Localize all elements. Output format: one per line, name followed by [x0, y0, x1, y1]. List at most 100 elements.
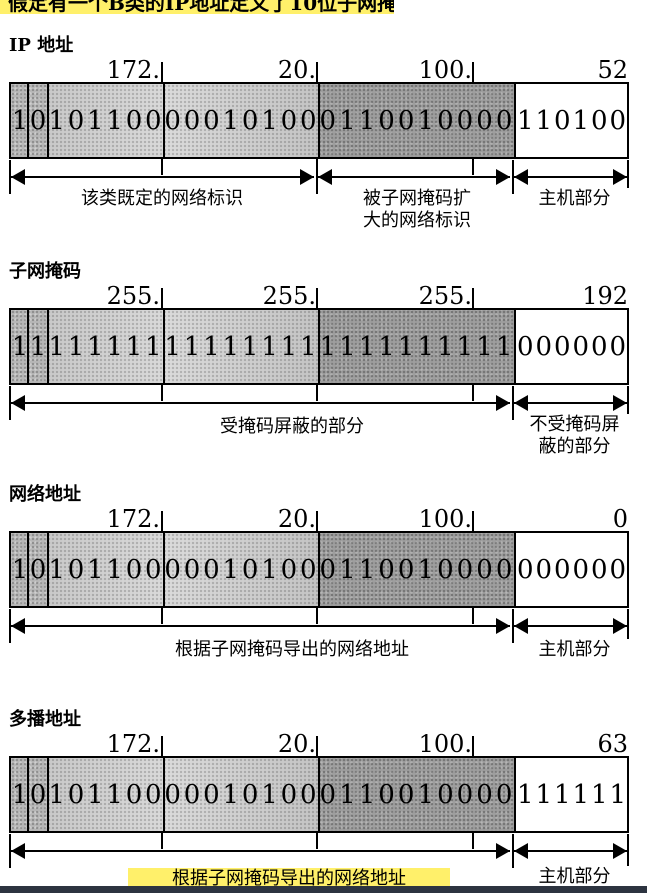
octet-divider-tick	[161, 833, 163, 849]
bit: 0	[183, 105, 201, 136]
bit: 1	[203, 331, 220, 362]
bit: 0	[495, 779, 513, 810]
arrow-host	[514, 165, 627, 189]
bit: 1	[87, 331, 104, 362]
region-label: 被子网掩码扩 大的网络标识	[335, 188, 499, 232]
segment-host-bits	[514, 310, 627, 383]
bit: 0	[280, 105, 298, 136]
arrow-masked	[11, 391, 510, 415]
bit: 1	[300, 331, 317, 362]
boundary-line	[9, 834, 11, 868]
bit: 1	[339, 105, 356, 136]
octet-label: 172.	[106, 56, 160, 84]
bit: 1	[358, 554, 376, 585]
octet-divider-tick	[316, 288, 318, 308]
bit: 0	[456, 105, 474, 136]
bit: 1	[11, 105, 29, 136]
bit: 0	[535, 331, 553, 362]
bar-divider	[163, 533, 165, 606]
bit: 0	[397, 105, 415, 136]
segment-host-bits	[514, 533, 627, 606]
bit: 1	[261, 331, 278, 362]
region-label: 主机部分	[520, 866, 629, 888]
bit: 1	[397, 331, 415, 362]
arrow-shaft	[514, 850, 627, 852]
segment-network-bits	[47, 310, 318, 383]
octet-divider-tick	[316, 62, 318, 82]
bit: 1	[125, 331, 143, 362]
bit: 1	[29, 331, 47, 362]
octet-divider-tick	[161, 62, 163, 82]
section-title: 子网掩码	[9, 261, 81, 282]
bit: 0	[378, 779, 395, 810]
boundary-line	[627, 386, 629, 420]
bit: 0	[553, 105, 571, 136]
bit: 0	[437, 779, 454, 810]
arrowhead-right	[496, 618, 510, 634]
bar-divider	[27, 84, 29, 157]
bit: 0	[572, 554, 590, 585]
bit: 1	[516, 105, 534, 136]
arrowhead-left	[11, 169, 25, 185]
bit: 1	[339, 331, 356, 362]
octet-label: 255.	[262, 282, 316, 310]
bar-divider	[47, 533, 49, 606]
bit: 0	[397, 554, 415, 585]
bit: 1	[358, 779, 376, 810]
boundary-line	[627, 609, 629, 643]
octet-label: 52	[597, 56, 628, 84]
bit: 1	[106, 331, 123, 362]
bit: 1	[590, 779, 608, 810]
bit: 1	[417, 554, 435, 585]
octet-label: 100.	[418, 730, 472, 758]
octet-divider-tick	[161, 385, 163, 401]
arrow-shaft	[11, 176, 314, 178]
octet-divider-tick	[161, 159, 163, 175]
arrow-masked	[11, 839, 510, 863]
arrowhead-left	[514, 618, 528, 634]
bit: 1	[456, 331, 474, 362]
bit: 0	[67, 779, 85, 810]
bit: 0	[183, 779, 201, 810]
octet-divider-tick	[472, 736, 474, 756]
arrow-shaft	[11, 850, 510, 852]
octet-divider-tick	[472, 511, 474, 531]
octet-divider-tick	[161, 608, 163, 624]
bit: 1	[11, 554, 29, 585]
region-label: 根据子网掩码导出的网络地址	[128, 868, 450, 890]
bit: 0	[280, 554, 298, 585]
section-title: IP 地址	[9, 35, 74, 56]
bit: 1	[145, 331, 162, 362]
bit: 1	[164, 331, 181, 362]
segment-host-bits	[514, 758, 627, 831]
boundary-line	[9, 160, 11, 194]
bit: 0	[378, 105, 395, 136]
bit: 0	[516, 331, 534, 362]
bit: 0	[590, 554, 608, 585]
arrow-shaft	[514, 402, 627, 404]
arrowhead-right	[300, 169, 314, 185]
bit: 0	[553, 554, 571, 585]
arrowhead-left	[11, 843, 25, 859]
bit: 1	[339, 779, 356, 810]
segment-host-bits	[514, 84, 627, 157]
bit: 1	[87, 779, 104, 810]
bar-divider	[47, 310, 49, 383]
bit: 0	[125, 779, 143, 810]
octet-label: 20.	[277, 56, 316, 84]
bit: 0	[476, 105, 493, 136]
